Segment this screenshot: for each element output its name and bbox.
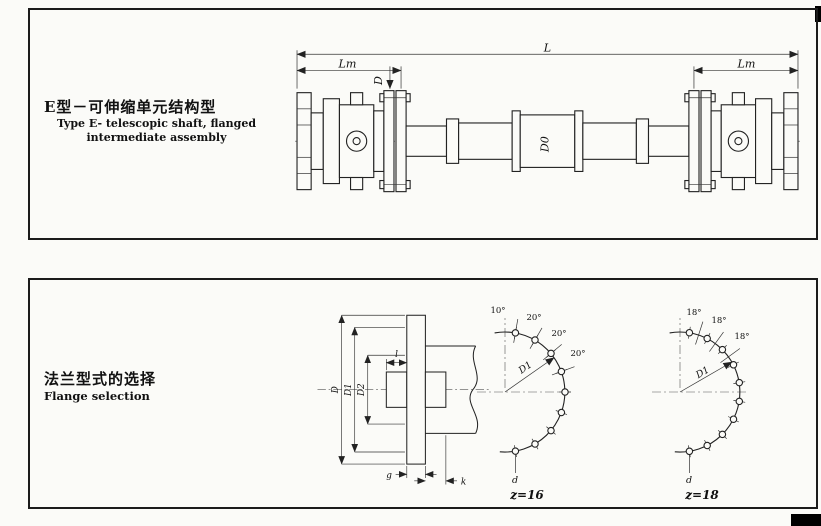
flange-section-drawing: D D1 D2 l g k [317, 314, 489, 488]
top-panel: E型－可伸缩单元结构型 Type E- telescopic shaft, fl… [28, 8, 818, 240]
shaft-dimension-lines [296, 50, 799, 90]
angle-label-3: 20° [570, 349, 585, 359]
angle-label-1: 18° [711, 316, 726, 326]
section-label-k: k [461, 478, 466, 488]
section-label-g: g [386, 471, 392, 481]
D1-radius-line [679, 361, 733, 393]
angle-label-0: 18° [686, 308, 701, 318]
bolted-flange-right [684, 90, 716, 193]
bolt-circle-z18-drawing: 18° 18° 18° D1 d z=18 [652, 308, 750, 502]
angle-label-0: 10° [490, 306, 505, 316]
section-label-l: l [395, 350, 398, 360]
bolt-circle-D1-label: D1 [693, 365, 711, 382]
dim-label-Lm-left: Lm [338, 57, 357, 70]
bolt-hole-d-label: d [686, 475, 692, 486]
type-e-title-zh: E型－可伸缩单元结构型 [44, 98, 217, 116]
telescopic-sleeve [511, 110, 584, 173]
section-label-D2: D2 [357, 383, 367, 397]
shaft-parts [296, 90, 799, 193]
flange-title-en: Flange selection [44, 389, 150, 403]
angle-label-1: 20° [526, 313, 541, 323]
dim-label-D: D [372, 76, 385, 86]
angle-label-2: 18° [734, 332, 749, 342]
flange-title-zh: 法兰型式的选择 [44, 370, 157, 388]
shaft-break-line [469, 345, 479, 434]
bolt-hole-d-label: d [512, 475, 518, 486]
D1-radius-line [504, 357, 555, 393]
section-label-D1: D1 [344, 383, 354, 397]
bolted-flange-left [379, 90, 411, 193]
shaft-assembly-drawing: L Lm Lm D D0 [295, 41, 800, 193]
z18-caption: z=18 [684, 488, 719, 502]
scan-mark-bottom-right [791, 514, 821, 526]
dim-label-L: L [543, 41, 551, 54]
z16-caption: z=16 [509, 488, 544, 502]
bottom-panel: 法兰型式的选择 Flange selection [28, 278, 818, 509]
bolt-holes [511, 326, 571, 458]
type-e-title-en-line2: intermediate assembly [86, 131, 227, 145]
scan-mark-top-right [815, 6, 821, 22]
angle-reference-lines [695, 321, 741, 363]
universal-joint-right [720, 92, 757, 191]
dim-label-D0: D0 [539, 136, 552, 153]
universal-joint-left [338, 92, 375, 191]
bolt-holes [685, 326, 746, 458]
top-title-block: E型－可伸缩单元结构型 Type E- telescopic shaft, fl… [44, 96, 269, 146]
flange-section-dimension-lines [338, 314, 458, 485]
type-e-title-en-line1: Type E- telescopic shaft, flanged [56, 117, 257, 130]
flange-section-parts [385, 314, 479, 465]
bolt-circle-z16-drawing: 10° 20° 20° 20° D1 d z=16 [477, 306, 586, 502]
bottom-title-block: 法兰型式的选择 Flange selection [44, 368, 156, 404]
dim-label-Lm-right: Lm [737, 57, 756, 70]
section-label-D: D [331, 386, 341, 394]
bolt-circle-D1-label: D1 [516, 360, 534, 377]
angle-label-2: 20° [551, 329, 566, 339]
